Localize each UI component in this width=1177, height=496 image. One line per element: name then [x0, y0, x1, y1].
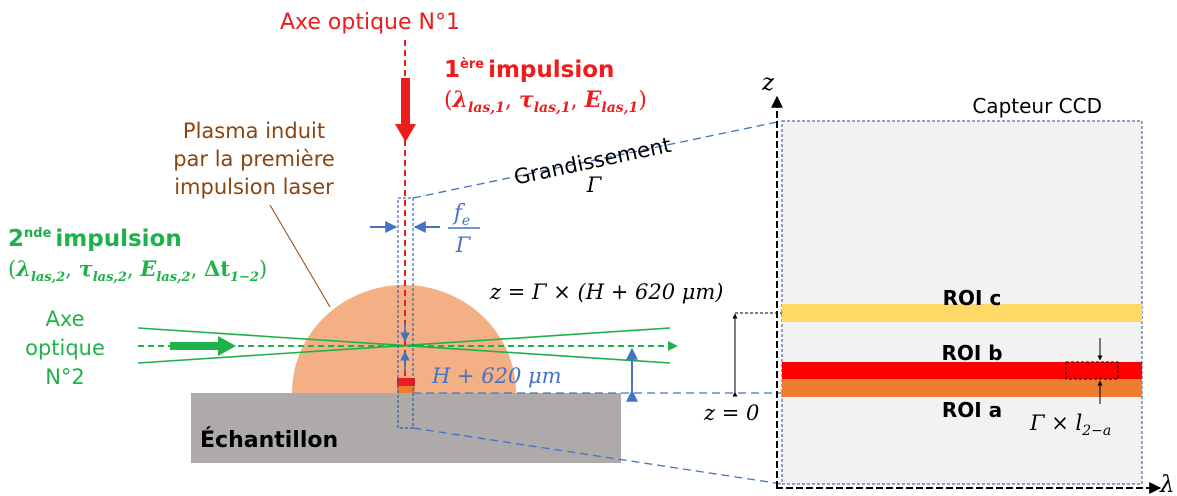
first-pulse-arrow	[395, 78, 416, 142]
surface-red-mark	[397, 378, 415, 386]
ccd-sensor	[781, 120, 1143, 485]
fe-numerator: fe	[452, 201, 470, 229]
plasma-label-3: impulsion laser	[174, 175, 334, 199]
projection-lines	[412, 120, 783, 485]
sample-label: Échantillon	[200, 427, 338, 453]
z-top-label: z = Γ × (H + 620 μm)	[489, 280, 724, 304]
second-beam-arrow	[170, 336, 236, 356]
magnification-symbol: Γ	[586, 173, 603, 197]
roi-c-label: ROI c	[943, 286, 1002, 310]
observation-column	[397, 197, 414, 429]
ccd-title: Capteur CCD	[972, 94, 1102, 118]
axis-2-label-3: N°2	[45, 365, 85, 389]
roi-c-band	[782, 304, 1142, 322]
gap-box	[1065, 361, 1119, 380]
surface-orange-mark	[397, 386, 415, 393]
fe-denominator: Γ	[455, 233, 472, 257]
height-label: H + 620 μm	[431, 364, 562, 388]
z-zero-label: z = 0	[703, 401, 759, 425]
pulse-1-params: (λlas,1, τlas,1, Elas,1)	[444, 87, 647, 116]
axis-2-label-2: optique	[25, 336, 105, 360]
axis-1-label: Axe optique N°1	[280, 10, 460, 35]
roi-b-label: ROI b	[941, 341, 1002, 365]
roi-a-label: ROI a	[942, 398, 1002, 422]
gap-label: Γ × l2−a	[1029, 411, 1111, 439]
plasma-label-1: Plasma induit	[183, 119, 325, 143]
plasma-pointer	[269, 204, 331, 308]
lambda-axis-label: λ	[1159, 472, 1175, 496]
roi-a-band	[782, 379, 1142, 397]
pulse-2-params: (λlas,2, τlas,2, Elas,2, Δt1−2)	[8, 256, 267, 285]
axis-2-label-1: Axe	[45, 307, 84, 331]
plasma-label-2: par la première	[173, 147, 335, 171]
roi-b-band	[782, 362, 1142, 379]
z-axis-label: z	[761, 70, 775, 96]
